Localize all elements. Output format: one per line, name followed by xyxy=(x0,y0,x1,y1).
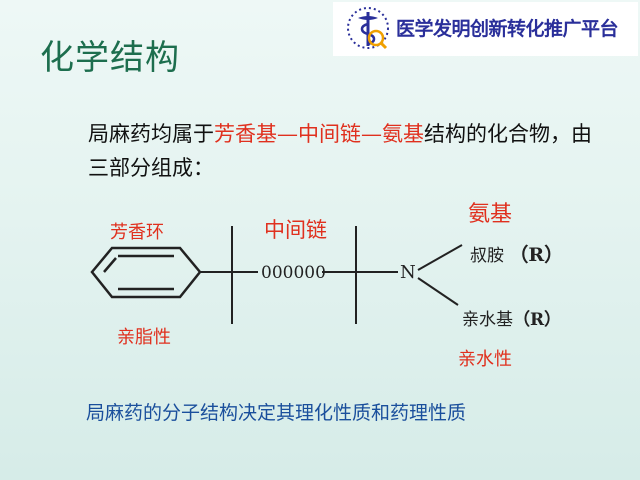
hydrophilic-group: 亲水基（R） xyxy=(462,305,561,330)
amino-label: 氨基 xyxy=(468,202,513,227)
intro-aromatic: 芳香基 xyxy=(214,122,277,146)
chain-placeholder: 000000 xyxy=(261,263,326,283)
bond-lower-branch xyxy=(417,277,459,306)
nitrogen-atom: N xyxy=(400,262,416,283)
tertiary-amine-text: 叔胺 xyxy=(470,246,504,266)
hydrophilic-group-r: （R） xyxy=(513,310,562,330)
aromatic-ring-label: 芳香环 xyxy=(110,222,164,243)
intro-chain: 中间链 xyxy=(298,122,361,146)
intro-dash-2: — xyxy=(361,122,382,146)
medical-emblem-icon xyxy=(347,7,389,50)
hydrophilic-label: 亲水性 xyxy=(458,349,512,370)
benzene-double-bond-left xyxy=(103,257,117,273)
page-title: 化学结构 xyxy=(40,38,180,78)
intro-dash-1: — xyxy=(277,122,298,146)
intro-amino: 氨基 xyxy=(382,122,424,146)
tertiary-amine-r: （R） xyxy=(509,244,564,266)
logo-text: 医学发明创新转化推广平台 xyxy=(396,18,619,40)
conclusion-text: 局麻药的分子结构决定其理化性质和药理性质 xyxy=(86,402,467,424)
tertiary-amine-group: 叔胺 （R） xyxy=(470,240,563,267)
middle-chain-label: 中间链 xyxy=(264,218,327,242)
intro-text-start: 局麻药均属于 xyxy=(88,122,214,146)
bond-upper-branch xyxy=(417,244,463,271)
hydrophilic-group-text: 亲水基 xyxy=(462,310,513,330)
intro-paragraph: 局麻药均属于芳香基—中间链—氨基结构的化合物，由三部分组成： xyxy=(88,117,608,185)
lipophilic-label: 亲脂性 xyxy=(117,327,171,348)
intro-text-end: 结构的化合物，由三部分组成： xyxy=(88,122,592,180)
